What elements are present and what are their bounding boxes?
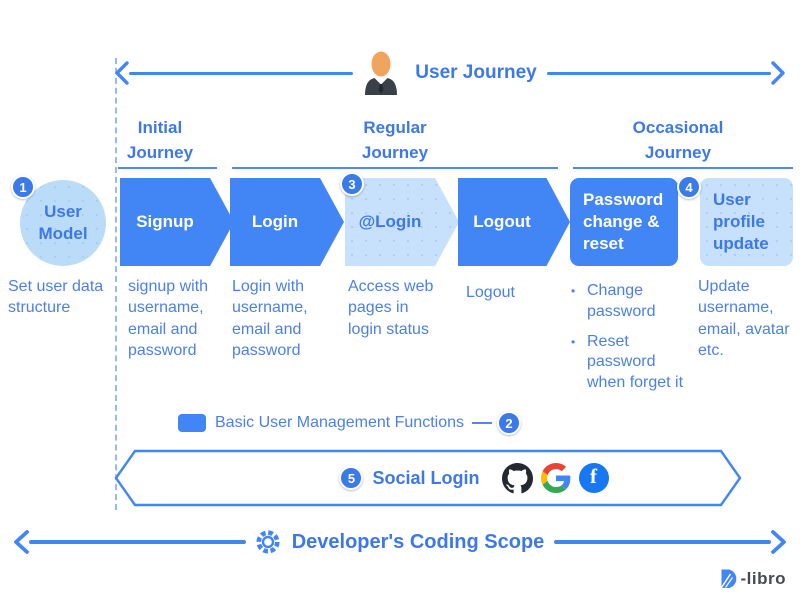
facebook-letter: f [590, 464, 597, 488]
at-login-description: Access web pages in login status [348, 278, 434, 338]
section-underline [118, 167, 217, 169]
list-item: • Change password [571, 281, 697, 323]
bullet-text: Change password [587, 282, 656, 320]
bullet-text: Reset password when forget it [587, 332, 684, 392]
section-occasional-journey: Occasional Journey [632, 118, 724, 162]
legend: Basic User Management Functions 2 [178, 411, 521, 435]
social-login-row: 5 Social Login f [158, 447, 790, 509]
step-at-login-label: @Login [358, 212, 422, 232]
list-item: • Reset password when forget it [571, 332, 697, 394]
social-icons: f [501, 462, 609, 494]
step-login-label: Login [251, 212, 299, 232]
axis-line [29, 540, 246, 544]
user-model-description: Set user data structure [8, 278, 104, 317]
step-profile-label: User profile update [713, 190, 769, 253]
section-regular-journey: Regular Journey [361, 118, 429, 162]
legend-label: Basic User Management Functions [215, 414, 464, 431]
profile-description: Update username, email, avatar etc. [698, 278, 790, 359]
scope-boundary-dashed-line [115, 58, 117, 510]
gear-icon [254, 528, 282, 556]
step-login: Login [230, 178, 344, 266]
badge-3: 3 [340, 172, 364, 196]
user-model-label: User Model [38, 201, 88, 243]
badge-1: 1 [11, 175, 35, 199]
section-initial-journey: Initial Journey [126, 118, 194, 162]
step-signup-label: Signup [136, 212, 194, 232]
step-signup: Signup [120, 178, 234, 266]
badge-4: 4 [677, 175, 701, 199]
arrowhead-right-icon [771, 530, 786, 554]
dlibro-logo-text: -libro [740, 568, 786, 588]
signup-description: signup with username, email and password [128, 278, 209, 359]
section-underline [573, 167, 793, 169]
github-icon [501, 462, 533, 493]
arrowhead-right-icon [771, 61, 785, 85]
social-login-label: Social Login [372, 467, 480, 488]
section-underline [232, 167, 558, 169]
arrowhead-left-icon [115, 61, 129, 85]
arrowhead-left-icon [14, 530, 29, 554]
user-journey-label: User Journey [415, 62, 537, 83]
step-at-login: @Login [345, 178, 459, 266]
dlibro-logo: -libro [719, 568, 787, 589]
bullet-icon: • [571, 284, 576, 298]
coding-scope-label: Developer's Coding Scope [291, 530, 545, 553]
bullet-icon: • [571, 334, 576, 349]
user-model-circle: User Model [20, 180, 106, 266]
axis-line [129, 71, 354, 75]
facebook-icon: f [578, 463, 609, 493]
user-journey-axis: User Journey [114, 45, 786, 101]
step-password-change-reset: Password change & reset [570, 178, 678, 266]
badge-2: 2 [497, 411, 521, 435]
legend-dash [472, 422, 492, 424]
dlibro-mark-icon [720, 569, 736, 588]
legend-swatch [178, 414, 206, 432]
step-logout: Logout [458, 178, 570, 266]
person-icon [361, 49, 401, 97]
social-login-banner [114, 449, 742, 507]
step-password-label: Password change & reset [583, 190, 664, 253]
badge-5: 5 [339, 466, 364, 490]
google-icon [540, 463, 570, 493]
step-user-profile-update: User profile update [700, 178, 793, 266]
axis-line [546, 71, 772, 75]
coding-scope-axis: Developer's Coding Scope [12, 526, 788, 558]
password-description-list: • Change password • Reset password when … [571, 281, 697, 403]
step-logout-label: Logout [473, 212, 531, 232]
axis-line [554, 540, 771, 544]
login-description: Login with username, email and password [232, 278, 308, 359]
logout-description: Logout [466, 284, 515, 301]
